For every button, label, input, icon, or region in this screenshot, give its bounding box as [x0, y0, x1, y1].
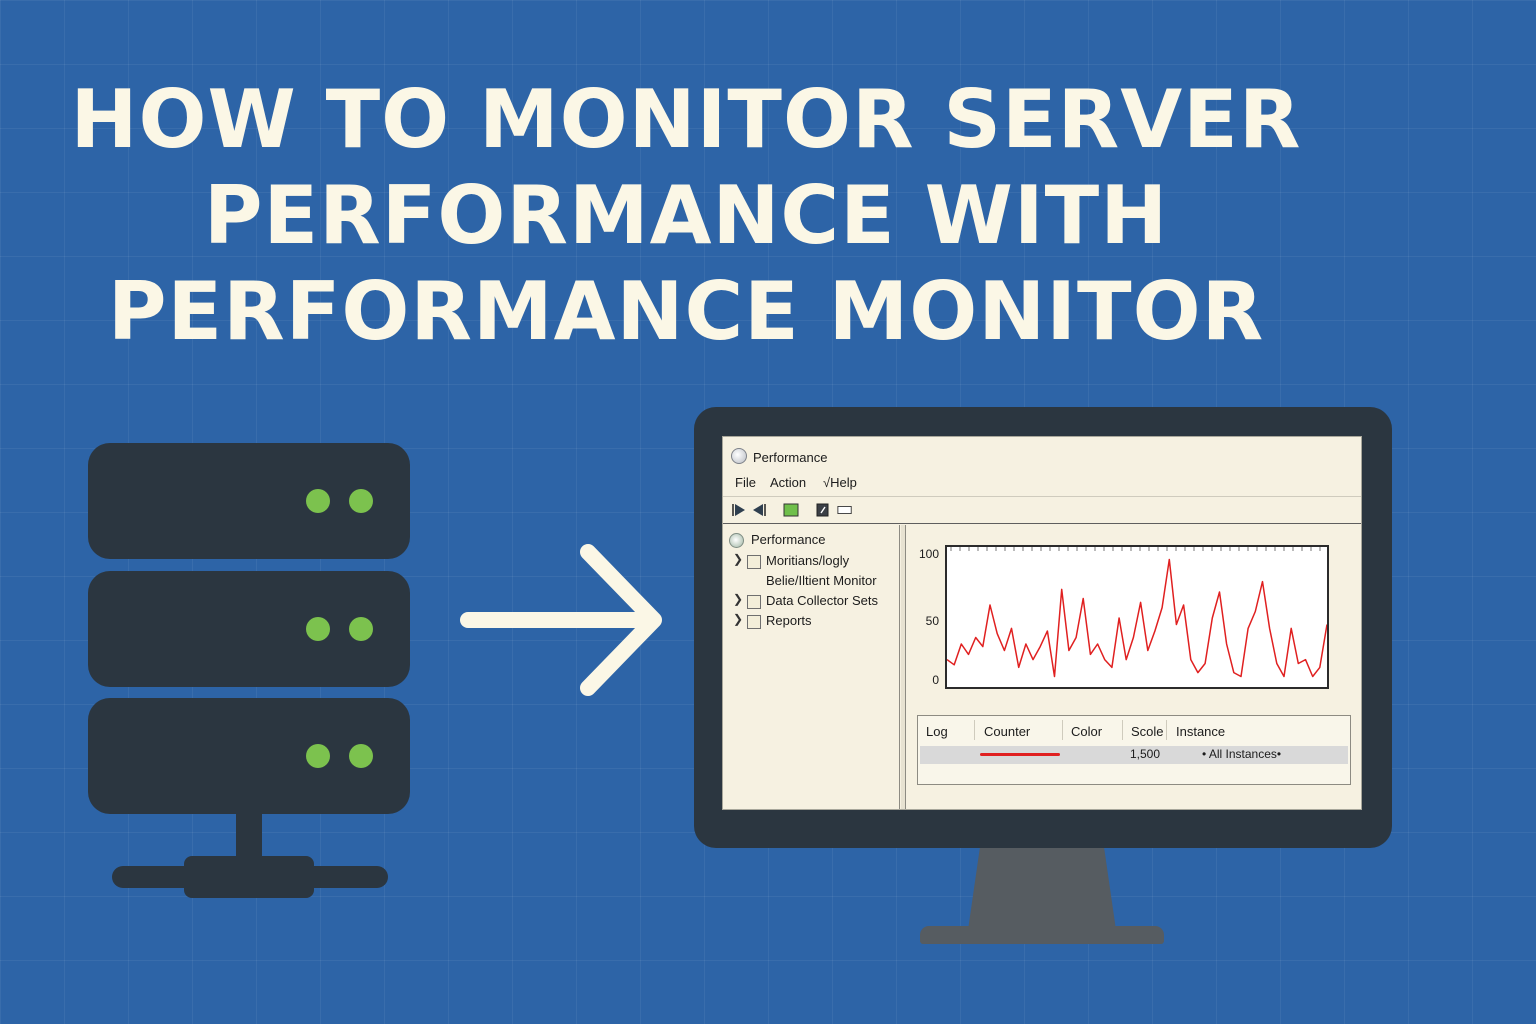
status-led-icon — [306, 617, 330, 641]
tree-item-monitoring-tools[interactable]: ❯ Moritians/logly — [723, 552, 899, 570]
play-icon[interactable] — [731, 503, 747, 517]
column-header-instance[interactable]: Instance — [1176, 724, 1226, 739]
status-led-icon — [349, 744, 373, 768]
column-separator — [1166, 720, 1167, 740]
performance-root-icon — [729, 533, 744, 548]
tree-item-performance-monitor[interactable]: Belie/Iltient Monitor — [723, 572, 899, 590]
server-unit-middle — [88, 571, 410, 687]
title-bar: Performance — [723, 437, 1361, 477]
chevron-right-icon[interactable]: ❯ — [733, 592, 744, 606]
column-header-counter[interactable]: Counter — [984, 724, 1031, 739]
column-separator — [1122, 720, 1123, 740]
column-separator — [1062, 720, 1063, 740]
y-tick-label-0: 0 — [932, 673, 939, 687]
tree-item-reports[interactable]: ❯ Reports — [723, 612, 899, 630]
column-header-color[interactable]: Color — [1071, 724, 1103, 739]
series-line-cpu — [947, 558, 1327, 678]
cell-scale: 1,500 — [1130, 747, 1161, 761]
tree-item-label: Belie/Iltient Monitor — [766, 573, 877, 588]
y-tick-label-100: 100 — [918, 547, 939, 561]
title-line-1: HOW TO MONITOR SERVER — [70, 73, 1302, 166]
graph-plot — [947, 547, 1327, 678]
tree-item-label: Moritians/logly — [766, 553, 850, 568]
table-row[interactable] — [920, 746, 1348, 764]
toolbar — [723, 496, 1361, 524]
folder-icon — [747, 615, 761, 629]
green-square-icon[interactable] — [783, 503, 799, 517]
counter-table: Log Counter Color Scole Instance 1,500 •… — [917, 715, 1351, 785]
performance-graph[interactable] — [945, 545, 1329, 689]
arrow-right-icon — [460, 544, 662, 696]
navigation-tree: Performance ❯ Moritians/logly Belie/Ilti… — [723, 525, 900, 809]
window-icon[interactable] — [837, 503, 853, 517]
menu-action[interactable]: Action — [770, 475, 807, 490]
cell-instance: • All Instances• — [1202, 747, 1282, 761]
y-tick-label-50: 50 — [925, 614, 939, 628]
chevron-right-icon[interactable]: ❯ — [733, 552, 744, 566]
tree-item-data-collector-sets[interactable]: ❯ Data Collector Sets — [723, 592, 899, 610]
monitor-stand-neck — [968, 848, 1116, 930]
title-line-2: PERFORMANCE WITH — [203, 169, 1169, 262]
title-line-3: PERFORMANCE MONITOR — [107, 265, 1265, 358]
column-header-scale[interactable]: Scole — [1131, 724, 1164, 739]
chevron-right-icon[interactable]: ❯ — [733, 612, 744, 626]
folder-icon — [747, 595, 761, 609]
graph-top-ticks — [950, 547, 1321, 551]
help-icon[interactable] — [815, 503, 831, 517]
window-title: Performance — [753, 450, 828, 465]
back-icon[interactable] — [751, 503, 767, 517]
column-header-log[interactable]: Log — [926, 724, 948, 739]
status-led-icon — [349, 617, 373, 641]
tree-item-label: Data Collector Sets — [766, 593, 878, 608]
tree-item-label: Reports — [766, 613, 812, 628]
menu-file[interactable]: File — [735, 475, 756, 490]
tree-root-label: Performance — [751, 532, 826, 547]
network-connector — [184, 856, 314, 898]
tree-root[interactable]: Performance — [723, 531, 899, 549]
pane-splitter[interactable] — [901, 525, 906, 809]
page-title: HOW TO MONITOR SERVER PERFORMANCE WITH P… — [0, 72, 1372, 360]
performance-window: Performance File Action √Help Performanc… — [722, 436, 1362, 810]
server-stem — [236, 812, 262, 864]
performance-app-icon — [731, 448, 747, 464]
folder-icon — [747, 555, 761, 569]
counter-color-swatch — [980, 753, 1060, 756]
server-unit-top — [88, 443, 410, 559]
status-led-icon — [349, 489, 373, 513]
monitor-stand-foot — [920, 926, 1164, 944]
server-unit-bottom — [88, 698, 410, 814]
status-led-icon — [306, 489, 330, 513]
menu-bar — [723, 473, 1361, 496]
column-separator — [974, 720, 975, 740]
status-led-icon — [306, 744, 330, 768]
menu-help[interactable]: √Help — [823, 475, 857, 490]
